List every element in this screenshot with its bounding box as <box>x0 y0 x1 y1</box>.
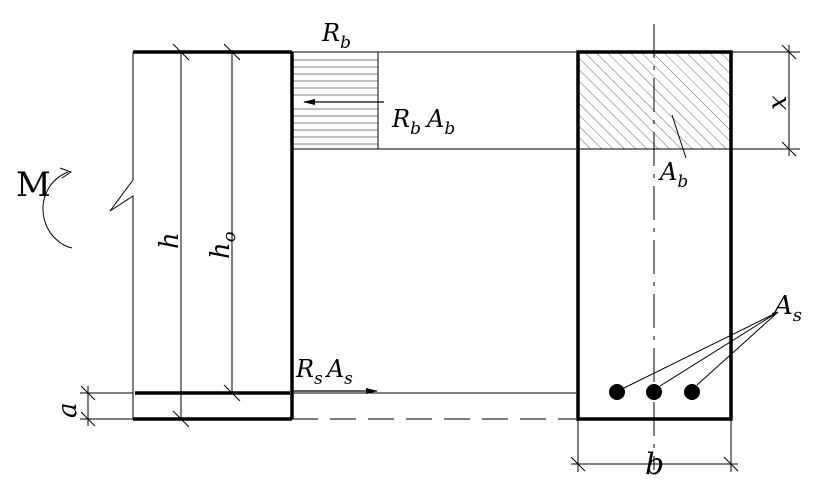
ab-leader-line <box>671 114 687 159</box>
ab-label: Ab <box>658 158 688 192</box>
h-label: h <box>155 232 185 249</box>
rebar-circle <box>609 384 625 400</box>
cross-section <box>570 24 800 472</box>
rebar-circle <box>684 384 700 400</box>
moment-label: M <box>16 165 51 205</box>
moment-icon <box>42 167 73 249</box>
beam-elevation <box>80 43 294 428</box>
x-dimension <box>731 44 800 157</box>
rebar-circle <box>646 384 662 400</box>
rb-label: Rb <box>321 19 351 53</box>
b-label: b <box>645 447 664 482</box>
a-label: a <box>53 402 83 418</box>
projection-lines <box>292 51 576 420</box>
as-label: As <box>772 291 802 326</box>
beam-break-line <box>109 52 134 419</box>
compression-stress-block <box>291 51 384 150</box>
x-label: x <box>763 95 793 110</box>
h0-label: ho <box>206 231 240 259</box>
as-leader-lines <box>623 311 779 389</box>
b-dimension <box>570 419 739 472</box>
